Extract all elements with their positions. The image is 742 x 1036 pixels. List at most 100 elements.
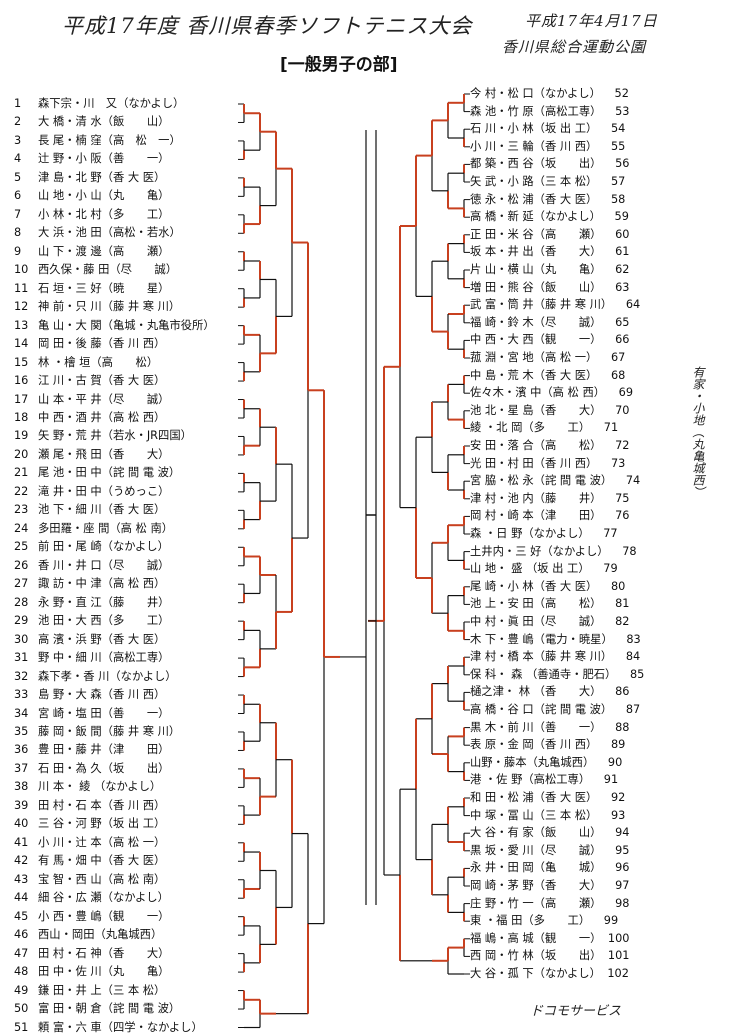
entry-number: 37 <box>14 761 29 775</box>
entry-number: 51 <box>14 1020 29 1034</box>
entry-players: 辻 野・小 阪（善 一） <box>38 152 170 166</box>
right-entry: 津 村・橋 本（藤 井 寒 川）84 <box>470 650 640 663</box>
entry-number: 40 <box>14 817 29 831</box>
entry-players: 庄 野・竹 一（高 瀬） <box>470 896 602 910</box>
right-entry: 黒 木・前 川（善 一）88 <box>470 721 629 734</box>
entry-players: 長 尾・楠 窪（高 松 一） <box>38 133 181 147</box>
entry-number: 99 <box>603 914 619 928</box>
entry-number: 84 <box>625 650 641 664</box>
entry-players: 永 野・直 江（藤 井） <box>38 595 170 609</box>
left-entry: 22 滝 井・田 中（うめっこ） <box>14 485 169 498</box>
right-entry: 山野・藤本（丸亀城西）90 <box>470 756 622 769</box>
entry-number: 86 <box>615 685 630 699</box>
entry-number: 22 <box>14 484 29 498</box>
right-entry: 小 川・三 輪（香 川 西）55 <box>470 140 625 153</box>
entry-players: 川 本・ 綾 （なかよし） <box>38 780 162 794</box>
entry-players: 田 村・石 神（香 大） <box>38 946 170 960</box>
entry-players: 表 原・金 岡（香 川 西） <box>470 738 598 752</box>
entry-number: 73 <box>610 456 626 470</box>
right-entry: 山 地・ 盛 （坂 出 工）79 <box>470 562 618 575</box>
entry-players: 森下孝・香 川（なかよし） <box>38 669 177 683</box>
entry-players: 富 田・朝 倉（詫 間 電 波） <box>38 1002 181 1016</box>
entry-number: 24 <box>14 521 29 535</box>
entry-players: 増 田・熊 谷（飯 山） <box>470 280 602 294</box>
entry-players: 港 ・佐 野（高松工専） <box>470 773 591 787</box>
entry-players: 西久保・藤 田（尽 誠） <box>38 263 178 277</box>
right-entry: 菰 淵・宮 地（高 松 一）67 <box>470 351 625 364</box>
entry-number: 32 <box>14 669 29 683</box>
entry-players: 黒 坂・愛 川（尽 誠） <box>470 843 602 857</box>
entry-players: 大 谷・孤 下（なかよし） <box>470 967 601 980</box>
entry-players: 今 村・松 口（なかよし） <box>470 87 601 100</box>
entry-players: 津 島・北 野（香 大 医） <box>38 170 166 184</box>
entry-number: 21 <box>14 466 29 480</box>
right-entry: 綾 ・北 岡（多 工）71 <box>470 421 618 434</box>
handwritten-date: 平成17年4月17日 <box>525 12 658 30</box>
entry-number: 54 <box>610 122 626 136</box>
entry-players: 西山・岡田（丸亀城西） <box>38 928 163 942</box>
entry-players: 永 井・田 岡（亀 城） <box>470 861 602 875</box>
entry-players: 大 橋・清 水（飯 山） <box>38 115 170 129</box>
entry-players: 山 地・ 盛 （坂 出 工） <box>470 562 590 576</box>
entry-players: 保 科・ 森 （善通寺・肥石） <box>470 667 617 681</box>
entry-players: 森下宗・川 又（なかよし） <box>38 97 185 110</box>
right-entry: 石 川・小 林（坂 出 工） 54 <box>470 122 625 135</box>
entry-players: 有 馬・畑 中（香 大 医） <box>38 854 166 868</box>
entry-players: 東 ・福 田（多 工） <box>470 914 591 928</box>
entry-players: 江 川・古 賀（香 大 医） <box>38 374 166 388</box>
entry-number: 75 <box>615 491 630 505</box>
entry-players: 福 嶋・高 城（観 一） <box>470 931 602 945</box>
entry-players: 石 垣・三 好（暁 星） <box>38 281 170 295</box>
entry-number: 60 <box>615 227 630 241</box>
entry-number: 18 <box>14 410 29 424</box>
entry-number: 29 <box>14 614 29 628</box>
entry-number: 100 <box>607 931 630 945</box>
entry-number: 28 <box>14 595 29 609</box>
entry-players: 山 下・渡 邊（高 瀬） <box>38 244 170 258</box>
entry-number: 102 <box>607 967 629 980</box>
entry-number: 58 <box>610 192 626 206</box>
entry-number: 38 <box>14 780 29 794</box>
entry-players: 尾 崎・小 林（香 大 医） <box>470 579 598 593</box>
entry-number: 50 <box>14 1002 29 1016</box>
handwritten-bottom-note: ドコモサービス <box>530 1004 622 1019</box>
entry-players: 細 谷・広 瀬（なかよし） <box>38 891 169 905</box>
entry-players: 石 川・小 林（坂 出 工） <box>470 122 598 136</box>
right-entry: 中 村・眞 田（尽 誠）82 <box>470 615 629 628</box>
right-entry: 西 岡・竹 林（坂 出）101 <box>470 949 629 962</box>
entry-players: 安 田・落 合（高 松） <box>470 439 602 452</box>
right-entry: 和 田・松 浦（香 大 医）92 <box>470 791 625 804</box>
entry-players: 和 田・松 浦（香 大 医） <box>470 791 598 804</box>
entry-number: 95 <box>615 843 630 857</box>
entry-number: 55 <box>610 139 626 153</box>
entry-number: 76 <box>615 509 630 523</box>
entry-number: 74 <box>625 474 641 488</box>
entry-players: 池 田・大 西（多 工） <box>38 614 170 628</box>
entry-number: 94 <box>615 826 630 840</box>
entry-players: 滝 井・田 中（うめっこ） <box>38 484 170 498</box>
entry-number: 49 <box>14 983 29 997</box>
entry-players: 大 谷・有 家（飯 山） <box>470 826 602 840</box>
entry-players: 西 岡・竹 林（坂 出） <box>470 949 602 963</box>
right-entry: 樋之津・ 林 （香 大）86 <box>470 685 629 698</box>
entry-players: 前 田・尾 崎（なかよし） <box>38 540 169 554</box>
right-entry: 中 塚・冨 山（三 本 松）93 <box>470 809 625 822</box>
entry-number: 66 <box>615 333 630 347</box>
entry-players: 小 川・辻 本（高 松 一） <box>38 835 166 849</box>
entry-players: 森 池・竹 原（高松工専） <box>470 104 602 118</box>
